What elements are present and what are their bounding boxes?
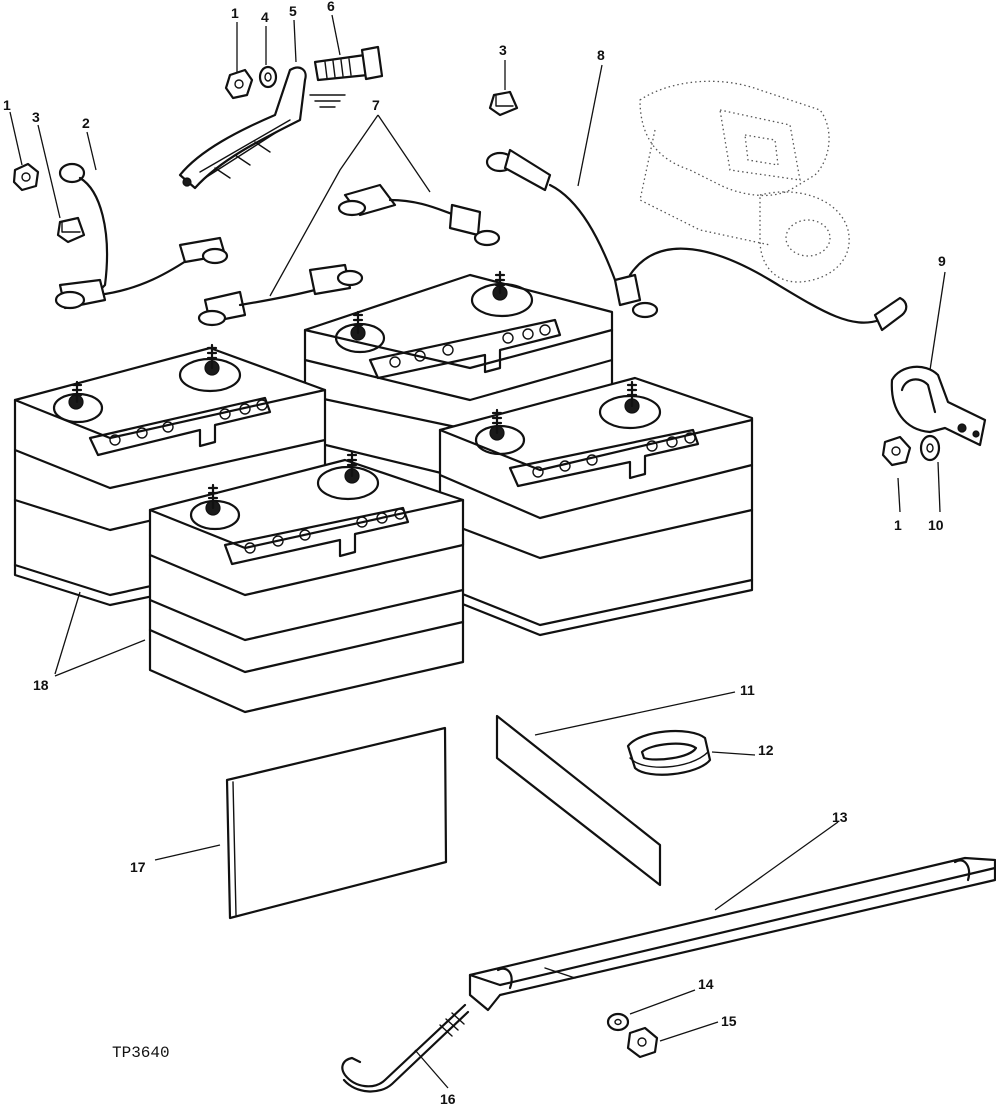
nut-1-right — [881, 435, 912, 467]
grommet-12 — [626, 729, 712, 776]
callout-10: 10 — [928, 517, 944, 533]
callout-1-right: 1 — [894, 517, 902, 533]
battery-cable-2 — [54, 162, 229, 310]
terminal-studs — [71, 270, 638, 510]
callout-15: 15 — [721, 1013, 737, 1029]
hold-down-bar-13 — [468, 856, 996, 1012]
starter-cable-8 — [485, 148, 908, 332]
callout-3-top: 3 — [499, 42, 507, 58]
callout-1-top: 1 — [231, 5, 239, 21]
nut-15 — [626, 1026, 659, 1059]
callout-1-left: 1 — [3, 97, 11, 113]
figure-code: TP3640 — [112, 1044, 170, 1062]
callout-labels: 1 3 2 1 4 5 6 7 3 8 9 1 10 11 12 13 14 1… — [3, 0, 946, 1107]
ground-symbol — [309, 94, 346, 108]
battery-cable-7-upper — [337, 183, 501, 247]
callout-13: 13 — [832, 809, 848, 825]
starter-motor-outline — [639, 80, 850, 283]
clamp-9 — [890, 365, 987, 447]
callout-16: 16 — [440, 1091, 456, 1107]
callout-12: 12 — [758, 742, 774, 758]
battery-cable-7-lower — [197, 263, 364, 327]
washer-4 — [258, 65, 278, 89]
callout-2: 2 — [82, 115, 90, 131]
bolt-6 — [313, 45, 384, 82]
washer-10 — [919, 434, 941, 462]
callout-9: 9 — [938, 253, 946, 269]
callout-6: 6 — [327, 0, 335, 14]
j-bolt-16 — [341, 1003, 470, 1093]
ground-strap-5 — [178, 66, 307, 190]
callout-7: 7 — [372, 97, 380, 113]
callout-4: 4 — [261, 9, 269, 25]
callout-5: 5 — [289, 3, 297, 19]
callout-14: 14 — [698, 976, 714, 992]
strip-11 — [495, 714, 662, 887]
leader-lines — [9, 14, 946, 1089]
callout-11: 11 — [740, 682, 755, 698]
washer-14 — [606, 1012, 630, 1032]
battery-back-right — [303, 273, 614, 482]
callout-3-left: 3 — [32, 109, 40, 125]
callout-8: 8 — [597, 47, 605, 63]
pad-17 — [225, 726, 448, 920]
callout-18: 18 — [33, 677, 49, 693]
nut-1-left — [12, 162, 40, 192]
nut-3-top — [488, 90, 519, 117]
battery-front-left — [148, 458, 465, 714]
battery-front-right — [438, 376, 754, 637]
nut-1-top — [224, 68, 254, 100]
callout-17: 17 — [130, 859, 146, 875]
nut-3-left — [56, 216, 86, 244]
